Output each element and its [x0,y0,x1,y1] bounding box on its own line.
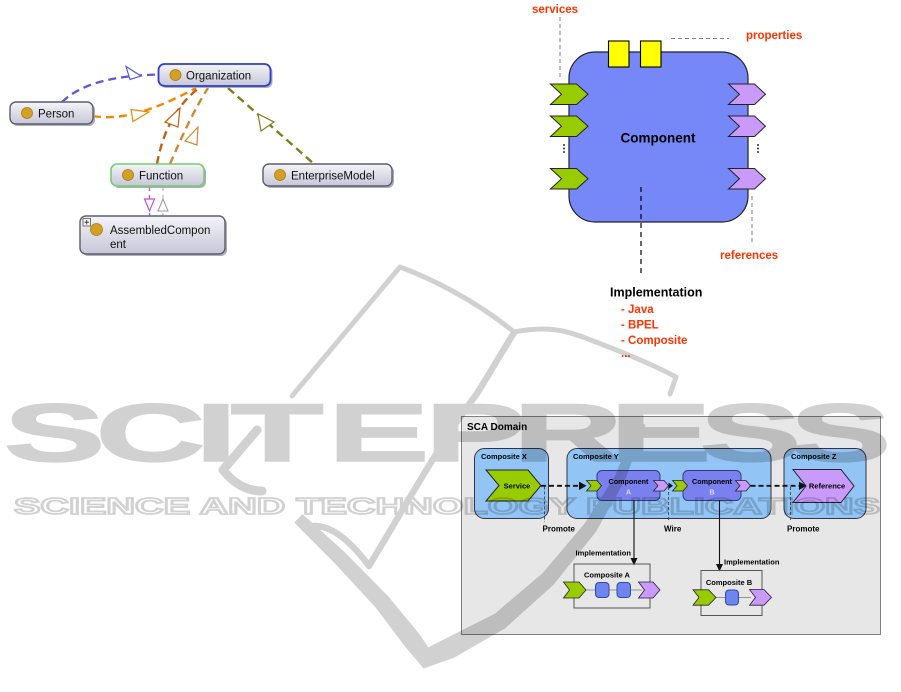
svg-text:- BPEL: - BPEL [621,320,659,332]
svg-text:A: A [626,488,631,497]
svg-text:SCA Domain: SCA Domain [467,422,527,433]
svg-text:SCIENCE AND TECHNOLOGY PUBLICA: SCIENCE AND TECHNOLOGY PUBLICATIONS [14,493,880,519]
svg-text:- Java: - Java [621,304,654,316]
svg-text:Implementation: Implementation [610,286,702,300]
svg-text:Wire: Wire [664,525,682,534]
svg-text:B: B [709,488,714,497]
svg-text:Composite A: Composite A [584,571,631,580]
svg-text:EnterpriseModel: EnterpriseModel [291,171,375,183]
svg-text:ent: ent [110,239,127,251]
svg-text:Organization: Organization [186,71,251,83]
svg-text:- Composite: - Composite [621,335,687,347]
svg-text:services: services [532,4,578,16]
svg-text:Function: Function [139,171,183,183]
svg-text:Promote: Promote [787,525,820,534]
svg-text:properties: properties [746,30,802,42]
svg-text:Promote: Promote [543,525,576,534]
svg-text:Composite X: Composite X [481,452,527,461]
svg-text:Person: Person [38,109,74,121]
svg-text:Component: Component [609,477,650,486]
svg-text:Composite B: Composite B [706,578,753,587]
svg-text:AssembledCompon: AssembledCompon [110,225,210,237]
svg-text:Implementation: Implementation [576,549,632,558]
svg-text:Service: Service [504,482,531,491]
svg-text:Component: Component [621,131,696,146]
svg-text:Reference: Reference [809,482,845,491]
svg-text:Composite Z: Composite Z [791,452,837,461]
svg-text:Composite Y: Composite Y [573,452,619,461]
svg-text:Implementation: Implementation [724,558,780,567]
svg-text:...: ... [621,348,631,360]
svg-text:Component: Component [692,477,733,486]
svg-text:references: references [720,250,778,262]
svg-text:SCITEPRESS: SCITEPRESS [4,387,891,478]
